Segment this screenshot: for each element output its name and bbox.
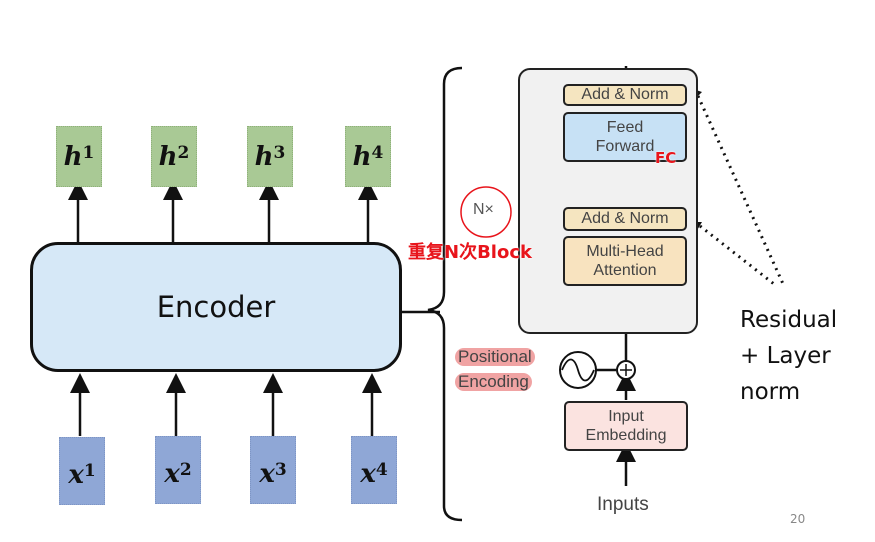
feed-forward-label-1: Feed — [606, 118, 644, 136]
input-base: x — [164, 459, 180, 489]
positional-encoding-label-1: Positional — [455, 348, 535, 366]
add-norm-top: Add & Norm — [563, 84, 687, 106]
repeat-block-annotation: 重复N次Block — [408, 242, 532, 263]
add-circle-icon — [616, 360, 636, 380]
positional-encoding-label-2: Encoding — [455, 373, 532, 391]
mha-label-2: Attention — [593, 262, 657, 279]
multi-head-attention-box: Multi-Head Attention — [563, 236, 687, 286]
repeat-highlight-circle — [460, 186, 512, 238]
transformer-block-container — [518, 68, 698, 334]
input-index: 1 — [83, 461, 96, 481]
encoder-block: Encoder — [30, 242, 402, 372]
input-index: 4 — [375, 460, 388, 480]
output-index: 4 — [371, 142, 384, 163]
output-base: h — [63, 141, 83, 172]
output-base: h — [254, 141, 274, 172]
residual-pointer-lines — [696, 95, 786, 287]
fc-annotation: FC — [655, 149, 677, 167]
encoder-label: Encoder — [156, 290, 276, 324]
residual-annotation: Residual + Layer norm — [740, 302, 837, 410]
add-norm-bottom-label: Add & Norm — [581, 210, 669, 228]
input-index: 2 — [179, 460, 192, 480]
output-index: 3 — [273, 142, 286, 163]
input-base: x — [360, 459, 376, 489]
page-number: 20 — [790, 512, 806, 526]
input-embedding-label-1: Input — [608, 407, 644, 425]
input-base: x — [259, 459, 275, 489]
residual-line-2: + Layer — [740, 343, 831, 369]
add-norm-top-label: Add & Norm — [581, 86, 669, 104]
inputs-label: Inputs — [597, 494, 649, 515]
input-embedding-label-2: Embedding — [585, 427, 667, 444]
output-index: 1 — [82, 142, 95, 163]
sine-wave-icon — [559, 351, 597, 389]
input-arrows — [70, 373, 382, 436]
input-base: x — [68, 460, 84, 490]
output-index: 2 — [177, 142, 190, 163]
output-arrows — [68, 180, 378, 242]
add-norm-bottom: Add & Norm — [563, 207, 687, 231]
repeat-n-label: N× — [473, 201, 494, 218]
output-base: h — [352, 141, 372, 172]
input-embedding-box: Input Embedding — [564, 401, 688, 451]
curly-brace — [427, 66, 463, 522]
feed-forward-box: Feed Forward — [563, 112, 687, 162]
input-index: 3 — [274, 460, 287, 480]
residual-line-3: norm — [740, 379, 801, 405]
mha-label-1: Multi-Head — [586, 242, 664, 260]
output-base: h — [158, 141, 178, 172]
feed-forward-label-2: Forward — [595, 138, 655, 155]
residual-line-1: Residual — [740, 307, 838, 333]
